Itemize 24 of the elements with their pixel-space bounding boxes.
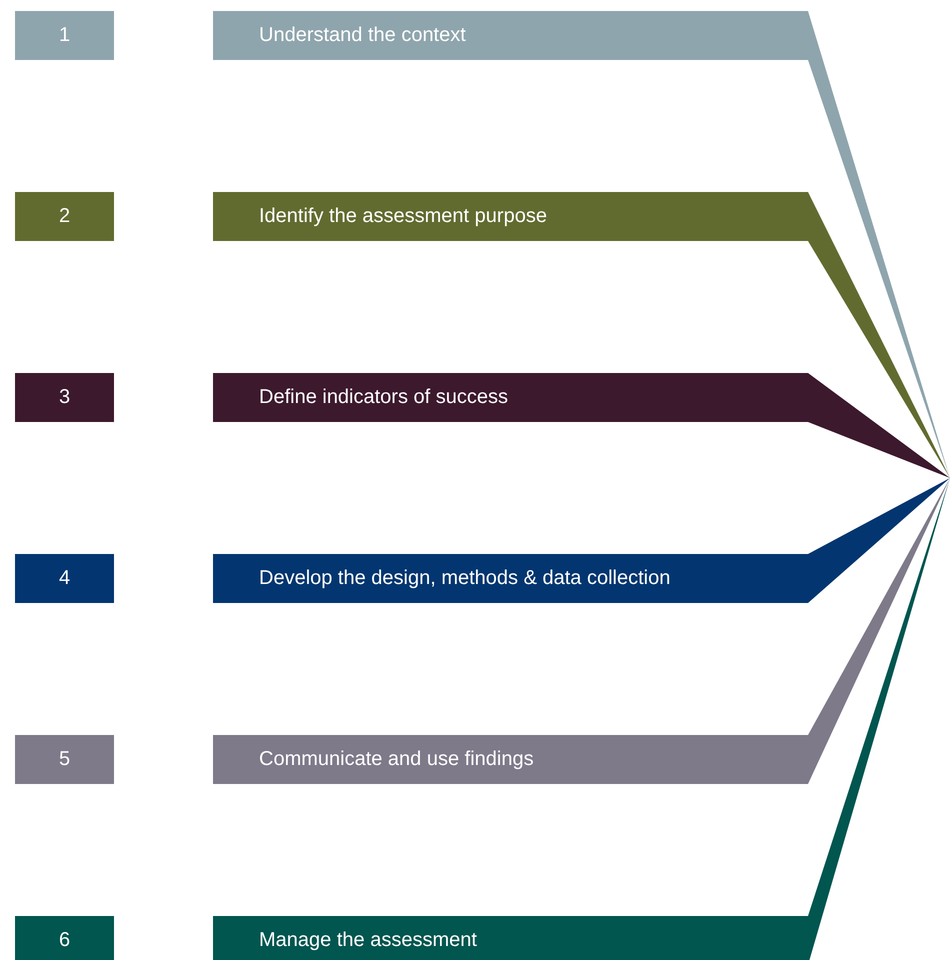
step-number-box [15,192,114,241]
step-bar [213,916,808,960]
step-number: 3 [58,386,70,409]
step-bar [213,11,808,60]
step-label: Communicate and use findings [259,748,534,771]
step-number-box [15,916,114,960]
step-bar [213,192,808,241]
step-bar [213,554,808,603]
step-bar [213,735,808,784]
step-number-box [15,373,114,422]
step-number-box [15,554,114,603]
step-label: Understand the context [259,24,466,47]
step-number: 5 [58,748,70,771]
step-number-box [15,735,114,784]
step-number-box [15,11,114,60]
step-number: 1 [58,24,70,47]
step-number: 4 [58,567,70,590]
step-number: 6 [58,929,70,952]
step-label: Identify the assessment purpose [259,205,547,228]
step-label: Manage the assessment [259,929,477,952]
step-bar [213,373,808,422]
step-number: 2 [58,205,70,228]
step-label: Develop the design, methods & data collection [259,567,670,590]
step-label: Define indicators of success [259,386,508,409]
